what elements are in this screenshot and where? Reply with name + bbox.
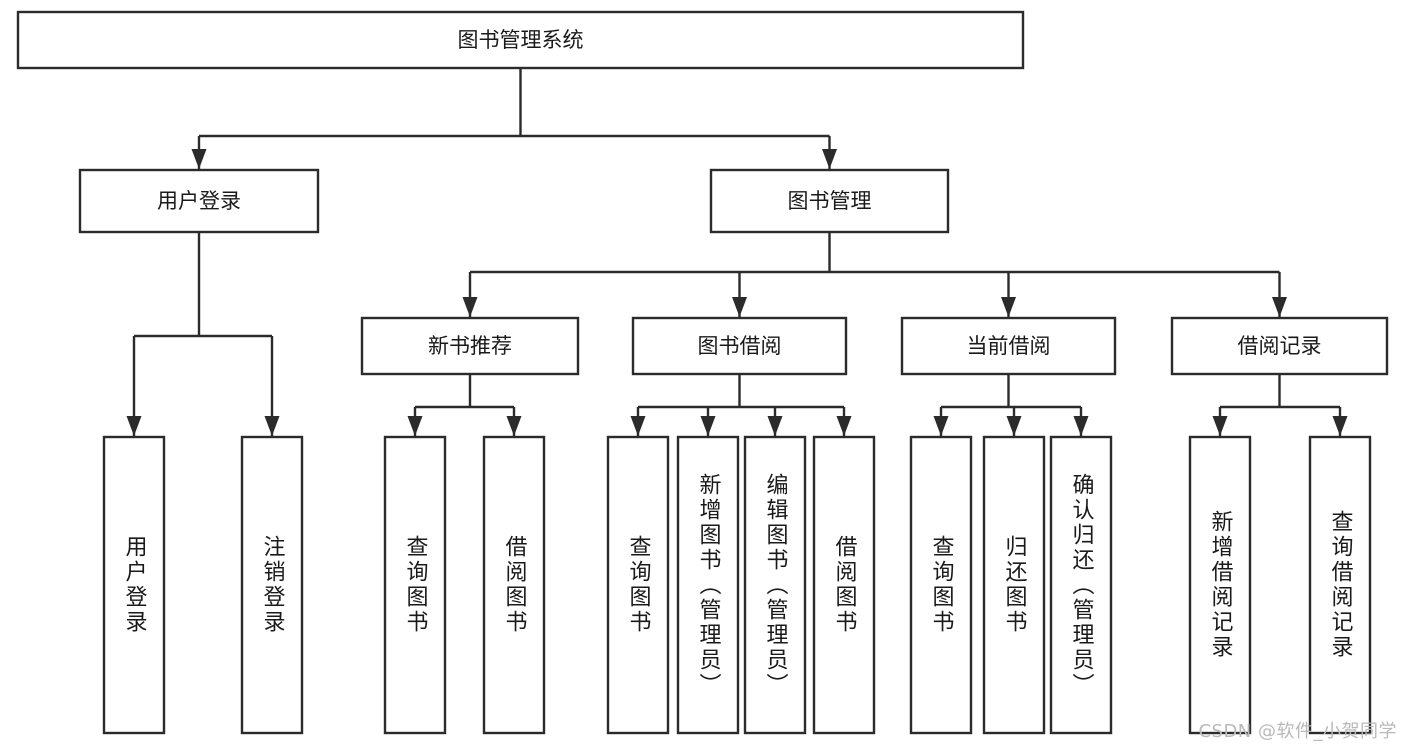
arrow-head-icon [1073,416,1089,436]
leaf-node-rect[interactable] [1049,435,1113,735]
arrow-head-icon [933,416,949,436]
node-borrow-record-label: 借阅记录 [1238,334,1322,358]
leaf-node-rect[interactable] [1308,435,1372,735]
node-current-borrow[interactable]: 当前借阅 [900,316,1117,376]
node-book-management-label: 图书管理 [788,189,872,213]
leaf-node-rect[interactable] [606,435,670,735]
node-book-borrow-label: 图书借阅 [698,334,782,358]
arrow-head-icon [462,297,478,317]
node-current-borrow-rect [900,316,1117,376]
leaf-node-rect[interactable] [743,435,807,735]
leaf-node-rect[interactable] [909,435,973,735]
arrow-head-icon [822,149,837,169]
arrow-head-icon [1006,416,1022,436]
node-new-book-recommend[interactable]: 新书推荐 [360,316,580,376]
arrow-head-icon [1001,297,1016,317]
node-new-book-recommend-rect [360,316,580,376]
arrow-head-icon [630,416,646,436]
arrow-head-icon [767,416,783,436]
node-root[interactable]: 图书管理系统 [16,10,1025,70]
arrow-head-icon [191,149,207,169]
arrow-head-icon [506,416,522,436]
leaf-node-rect[interactable] [676,435,740,735]
node-book-management[interactable]: 图书管理 [709,168,950,234]
arrow-head-icon [126,416,142,436]
leaf-node-rect[interactable] [812,435,876,735]
leaf-node-rect[interactable] [482,435,546,735]
leaf-node-rect[interactable] [240,435,304,735]
arrow-head-icon [264,416,280,436]
node-user-login[interactable]: 用户登录 [78,168,320,234]
node-user-login-label: 用户登录 [157,189,241,213]
node-user-login-rect [78,168,320,234]
node-root-label: 图书管理系统 [458,28,584,52]
leaf-node-rect[interactable] [1188,435,1252,735]
leaf-node-rect[interactable] [982,435,1046,735]
node-borrow-record[interactable]: 借阅记录 [1170,316,1389,376]
node-root-rect [16,10,1025,70]
leaf-node-rect[interactable] [383,435,447,735]
arrow-head-icon [1272,297,1287,317]
arrow-head-icon [1212,416,1228,436]
arrow-head-icon [407,416,423,436]
node-current-borrow-label: 当前借阅 [967,334,1051,358]
watermark-label: CSDN @软件_小贺同学 [1198,721,1397,742]
arrow-head-icon [836,416,852,436]
connector-layer [126,68,1348,436]
arrow-head-icon [1332,416,1348,436]
leaf-node-rect[interactable] [102,435,166,735]
arrow-head-icon [732,297,747,317]
node-new-book-recommend-label: 新书推荐 [428,334,512,358]
arrow-head-icon [700,416,716,436]
leaf-nodes-group [102,435,1372,735]
node-book-borrow[interactable]: 图书借阅 [631,316,848,376]
